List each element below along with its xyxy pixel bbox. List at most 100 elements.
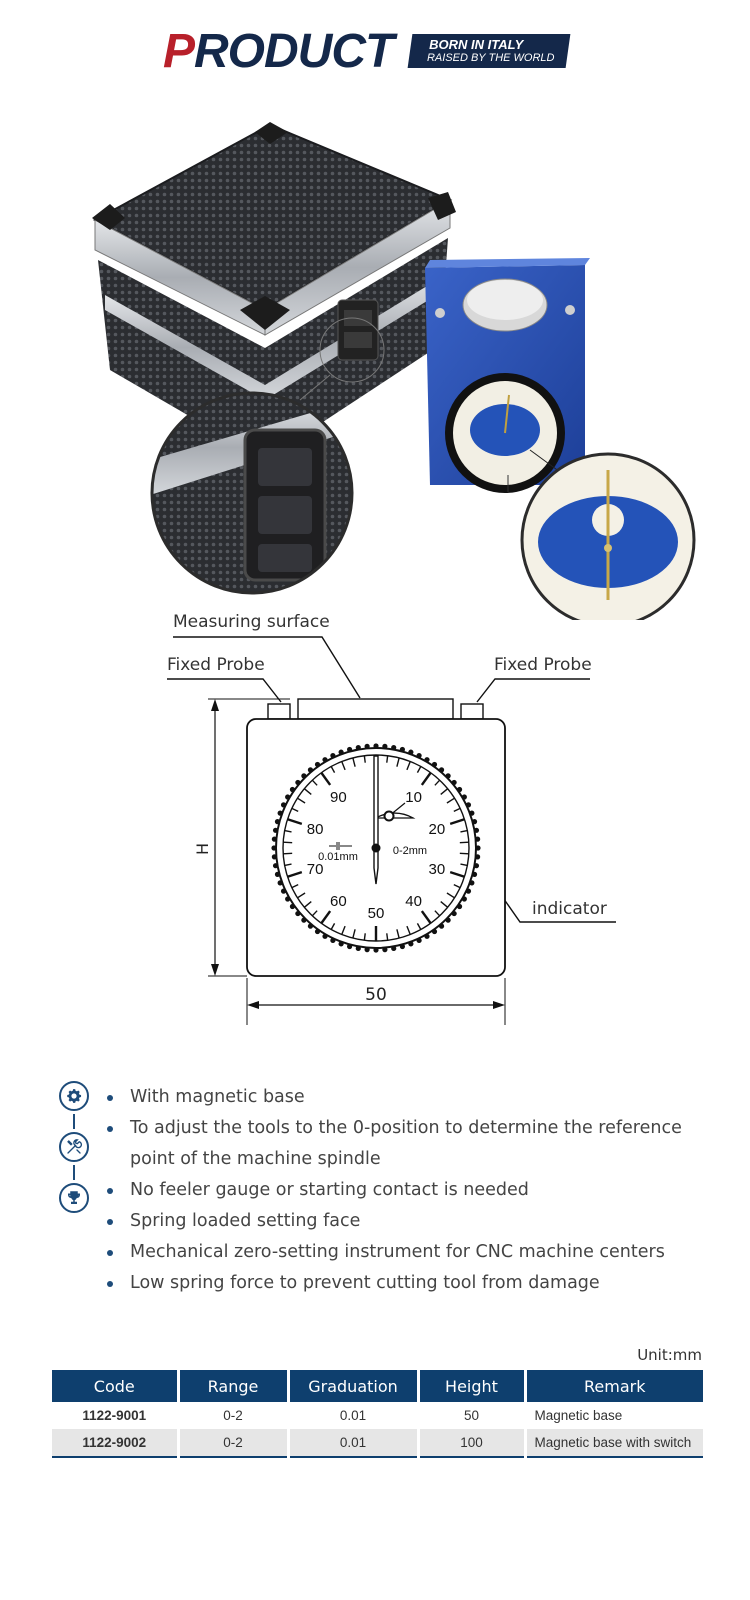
cell-graduation: 0.01	[286, 1402, 418, 1429]
feature-item: With magnetic base	[105, 1082, 725, 1113]
feature-item-continued: point of the machine spindle	[130, 1149, 381, 1169]
dial-tick	[341, 761, 346, 771]
dial-tick	[341, 925, 346, 935]
dial-tick	[459, 852, 469, 855]
gear-icon	[59, 1081, 89, 1111]
dial-tick	[363, 933, 366, 941]
dial-tick	[460, 829, 468, 833]
dial-number: 60	[330, 893, 347, 910]
dial-tick	[449, 870, 465, 878]
fixed-probe-left-label: Fixed Probe	[167, 655, 265, 675]
product-photo	[92, 122, 696, 620]
column-header: Height	[416, 1370, 525, 1402]
dial-tick	[449, 818, 465, 826]
cell-code: 1122-9001	[82, 1408, 147, 1423]
height-label: H	[193, 843, 212, 855]
dial-tick	[434, 779, 441, 786]
dial-graduation-label: 0.01mm	[318, 851, 358, 863]
dial-tick	[386, 755, 389, 763]
dial-tick	[396, 929, 400, 939]
dial-tick	[311, 910, 318, 917]
feature-list: With magnetic base To adjust the tools t…	[105, 1082, 725, 1299]
dial-tick	[330, 923, 336, 930]
dial-number: 30	[429, 861, 446, 878]
fixed-probe-left	[267, 703, 291, 720]
badge-line-1: BORN IN ITALY	[429, 37, 524, 52]
feature-item: No feeler gauge or starting contact is n…	[105, 1175, 725, 1206]
column-header: Remark	[523, 1370, 703, 1402]
dial-range-label: 0-2mm	[393, 845, 427, 857]
dial-tick	[416, 766, 422, 773]
title-initial: P	[163, 25, 195, 78]
dial-tick	[352, 929, 356, 939]
title-rest: RODUCT	[194, 25, 394, 78]
measuring-surface	[297, 698, 454, 720]
fixed-probe-right	[460, 703, 484, 720]
fixed-probe-left-leader	[167, 678, 282, 703]
dial-tick	[330, 766, 336, 773]
dial-tick	[297, 892, 306, 899]
feature-item: Spring loaded setting face	[105, 1206, 725, 1237]
dial-number: 80	[307, 821, 324, 838]
trophy-icon	[59, 1183, 89, 1213]
cell-range: 0-2	[176, 1429, 288, 1458]
dial-zoom-circle	[522, 454, 694, 620]
dial-tick	[459, 841, 469, 844]
dial-tick	[287, 818, 303, 826]
feature-icon-column	[59, 1081, 89, 1213]
cell-code: 1122-9002	[52, 1429, 178, 1458]
dial-tick	[440, 788, 449, 795]
page-title: PRODUCT	[163, 24, 394, 80]
column-header: Range	[176, 1370, 288, 1402]
zero-setter-gauge	[425, 258, 590, 493]
cell-height: 100	[416, 1429, 525, 1458]
dial-tick	[352, 757, 356, 767]
dial-tick	[320, 772, 332, 786]
dial-tick	[284, 863, 292, 867]
dial-tick	[287, 870, 303, 878]
spec-table: Code Range Graduation Height Remark 1122…	[52, 1370, 703, 1458]
fixed-probe-right-label: Fixed Probe	[494, 655, 592, 675]
dial-tick	[420, 772, 432, 786]
measuring-surface-leader	[173, 636, 361, 699]
dial-tick	[311, 779, 318, 786]
cell-remark: Magnetic base	[523, 1402, 703, 1429]
dial-tick	[283, 841, 293, 844]
dial-number: 50	[368, 905, 385, 922]
feature-item: To adjust the tools to the 0-position to…	[105, 1113, 725, 1144]
dial-tick	[440, 901, 449, 908]
dial-tick	[406, 761, 411, 771]
dial-needle	[373, 755, 379, 885]
cell-range: 0-2	[176, 1402, 288, 1429]
dial-tick	[416, 923, 422, 930]
tools-icon	[59, 1132, 89, 1162]
cell-graduation: 0.01	[286, 1429, 418, 1458]
unit-label: Unit:mm	[637, 1346, 702, 1364]
table-row: 1122-9001 0-2 0.01 50 Magnetic base	[52, 1402, 703, 1429]
dial-tick	[284, 829, 292, 833]
dial-number: 20	[429, 821, 446, 838]
dial-tick	[420, 910, 432, 924]
badge-line-2: RAISED BY THE WORLD	[426, 52, 555, 64]
cell-remark: Magnetic base with switch	[523, 1429, 703, 1458]
measuring-surface-label: Measuring surface	[173, 612, 330, 632]
dial-tick	[446, 892, 455, 899]
table-header-row: Code Range Graduation Height Remark	[52, 1370, 703, 1402]
dial-number: 70	[307, 861, 324, 878]
dial-number: 10	[405, 789, 422, 806]
indicator-label: indicator	[532, 899, 607, 919]
carrying-case	[92, 122, 456, 460]
dial-tick	[434, 910, 441, 917]
feature-item: Mechanical zero-setting instrument for C…	[105, 1237, 725, 1268]
dial-tick	[363, 755, 366, 763]
dial-tick	[396, 757, 400, 767]
fixed-probe-right-leader	[476, 678, 590, 703]
dial-tick	[460, 863, 468, 867]
dial-tick	[406, 925, 411, 935]
dial-tick	[297, 797, 306, 804]
cell-height: 50	[416, 1402, 525, 1429]
dial-tick	[303, 901, 312, 908]
latch-zoom-circle	[152, 393, 352, 593]
